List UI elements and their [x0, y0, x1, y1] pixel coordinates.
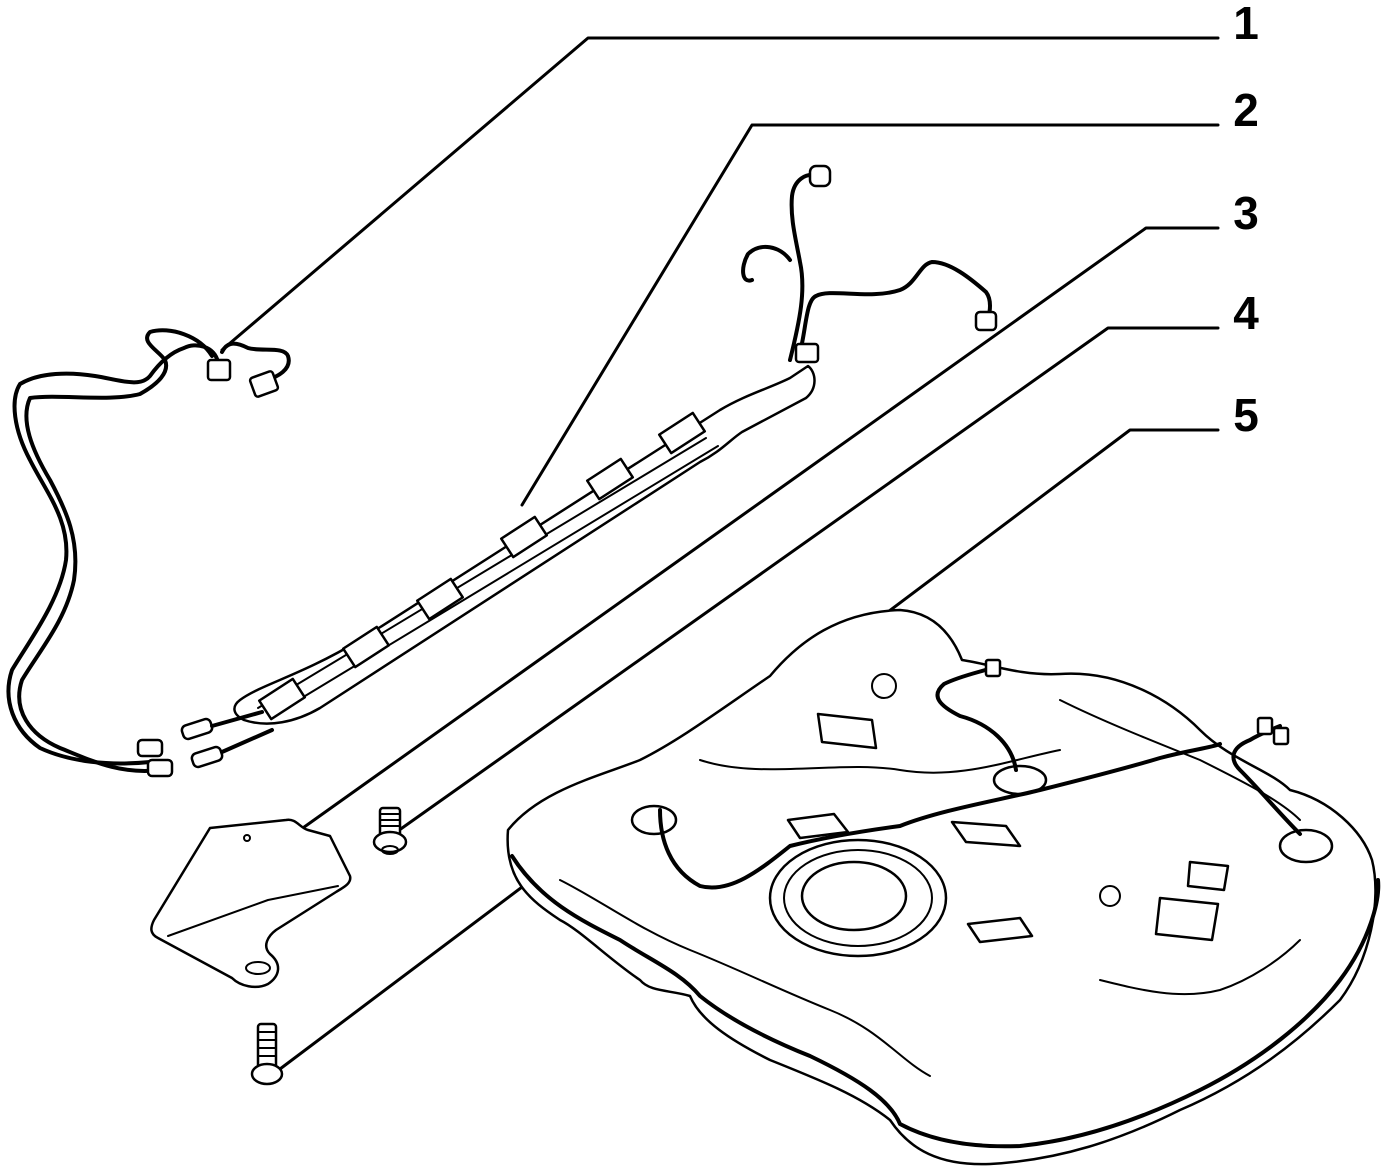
callout-number-1: 1 — [1233, 0, 1259, 49]
pipe-fitting-right — [974, 310, 998, 332]
shield-slot — [245, 961, 271, 975]
leader-line-2 — [520, 123, 1220, 507]
callout-number-5: 5 — [1233, 389, 1259, 441]
pipe-fitting-top — [808, 164, 832, 188]
leader-line-1 — [220, 36, 1220, 352]
channel-clips — [257, 411, 707, 721]
short-bolt — [372, 806, 408, 855]
leader-line-4 — [386, 326, 1220, 840]
long-bolt — [250, 1022, 284, 1086]
pipe-end-b — [146, 758, 174, 778]
callout-number-4: 4 — [1233, 287, 1259, 339]
fuel-pipe-bundle — [6, 328, 291, 778]
pipe-connector-b — [248, 370, 280, 398]
fuel-tank — [506, 608, 1381, 1166]
callout-number-2: 2 — [1233, 84, 1259, 136]
heat-shield-plate — [150, 818, 352, 989]
pipe-connector-a — [206, 358, 232, 382]
callout-number-3: 3 — [1233, 187, 1259, 239]
pipe-end-a — [136, 738, 164, 758]
leader-lines — [220, 36, 1220, 1080]
leader-line-3 — [298, 226, 1220, 832]
pipe-guard-channel — [180, 164, 998, 769]
